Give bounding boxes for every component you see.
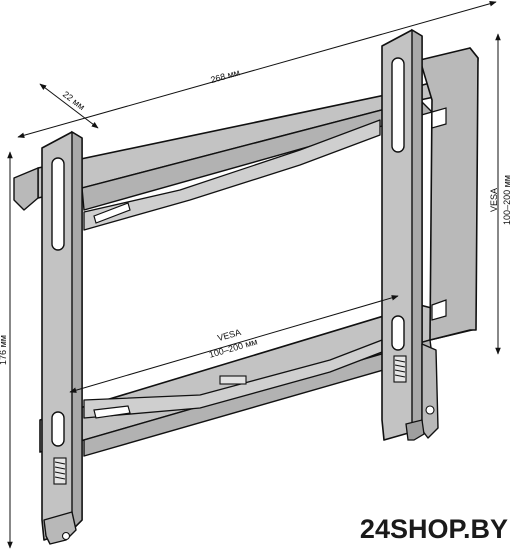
vesa-vertical-value: 100–200 мм [502, 175, 512, 225]
height-label: 176 мм [0, 335, 8, 365]
depth-label: 22 мм [61, 89, 87, 112]
left-vertical-arm [41, 130, 83, 545]
vesa-vertical-label: VESA [489, 188, 499, 212]
width-label: 268 мм [209, 67, 240, 85]
shop-logo-watermark: 24SHOP.BY [360, 514, 508, 544]
dimension-lines [7, 1, 501, 549]
